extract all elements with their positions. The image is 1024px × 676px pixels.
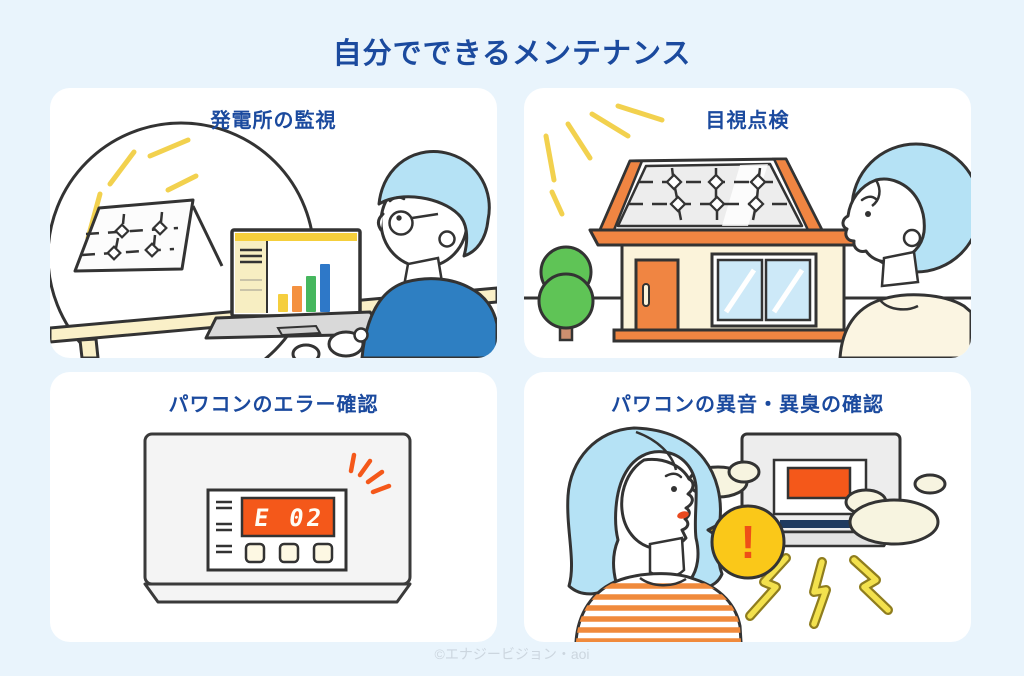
- panel-title: 発電所の監視: [210, 110, 337, 132]
- lightning-bolt-icon: [745, 553, 893, 629]
- glasses-icon: [388, 210, 414, 236]
- alert-speech-bubble-icon: !: [706, 504, 786, 580]
- footer-credit: ©エナジービジョン・aoi: [434, 646, 590, 662]
- vent-lines: [216, 500, 232, 554]
- panel-title: パワコンのエラー確認: [168, 394, 379, 416]
- error-display-icon: [786, 466, 852, 500]
- card-error-check: パワコンのエラー確認 E 02: [50, 372, 497, 642]
- button-icon: [244, 542, 334, 564]
- window-icon: [710, 252, 818, 328]
- exclamation-icon: !: [740, 516, 755, 568]
- solar-panel-icon: [73, 198, 224, 273]
- rooftop-solar-array-icon: [616, 162, 804, 228]
- card-visual-inspection: 目視点検: [524, 88, 971, 358]
- panel-title: パワコンの異音・異臭の確認: [611, 394, 884, 416]
- tree-icon: [537, 245, 595, 342]
- person-icon: [838, 142, 971, 358]
- power-conditioner-icon: E 02: [143, 432, 412, 604]
- person-icon: [291, 149, 497, 358]
- lips: [677, 511, 689, 519]
- house-icon: [588, 157, 868, 343]
- alert-flash-icon: [348, 452, 392, 495]
- page-title: 自分でできるメンテナンス: [332, 38, 692, 70]
- error-display-icon: E 02: [240, 496, 336, 538]
- illustration-visual-inspection: [524, 103, 971, 358]
- door-icon: [634, 258, 680, 332]
- house-base: [612, 328, 856, 343]
- cards-grid: 発電所の監視: [50, 88, 975, 642]
- laptop-icon: [204, 228, 388, 340]
- card-plant-monitoring: 発電所の監視: [50, 88, 497, 358]
- error-code-text: E 02: [252, 504, 326, 532]
- sun-rays-icon: [543, 103, 665, 217]
- card-noise-smell-check: パワコンの異音・異臭の確認: [524, 372, 971, 642]
- bar-chart-icon: [278, 264, 330, 312]
- person-icon: [566, 426, 743, 642]
- panel-title: 目視点検: [705, 110, 790, 132]
- illustration-error-check: E 02: [143, 432, 412, 604]
- illustration-noise-smell-check: !: [566, 426, 947, 642]
- illustration-plant-monitoring: [50, 121, 497, 358]
